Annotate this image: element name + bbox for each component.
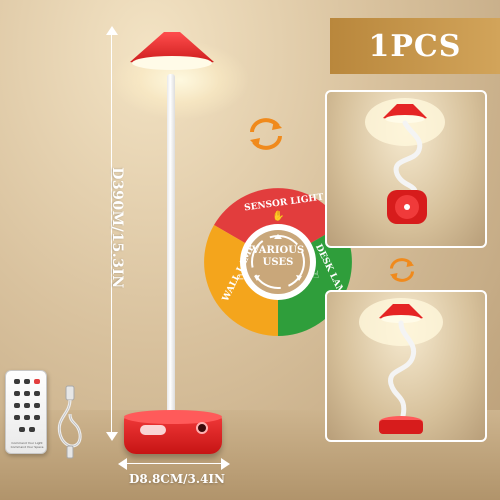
sync-arrows-icon <box>250 118 282 150</box>
remote-button <box>24 379 30 384</box>
wall-lamp-panel <box>325 90 487 248</box>
arrow-up-icon <box>106 26 118 35</box>
remote-button <box>14 415 20 420</box>
remote-button <box>14 379 20 384</box>
base-sensor <box>196 422 208 434</box>
remote-button <box>24 391 30 396</box>
arrow-right-icon <box>221 458 230 470</box>
arrow-left-icon <box>118 458 127 470</box>
hand-sensor-icon: ✋ <box>272 211 285 222</box>
remote-button <box>14 391 20 396</box>
remote-button <box>34 403 40 408</box>
wall-lamp-illustration <box>365 98 445 224</box>
width-dimension-line <box>126 463 222 464</box>
width-label: D8.8CM/3.4IN <box>129 472 225 486</box>
modes-wheel <box>204 188 352 336</box>
remote-button <box>34 391 40 396</box>
base-light-strip <box>140 425 166 435</box>
lamp-pole <box>167 74 175 420</box>
desk-lamp-panel <box>325 290 487 442</box>
remote-power-button <box>34 379 40 384</box>
remote-button <box>24 403 30 408</box>
remote-button <box>19 427 25 432</box>
modes-center-label: VARIOUS USES <box>251 245 305 268</box>
height-dimension-line <box>111 32 112 432</box>
arrow-down-icon <box>106 432 118 441</box>
remote-button <box>24 415 30 420</box>
remote-button <box>34 415 40 420</box>
center-disc <box>246 230 310 294</box>
remote-control: Command Your Light Command Your Space <box>5 370 47 454</box>
remote-caption: Command Your Light Command Your Space <box>10 441 44 449</box>
sync-arrows-icon <box>390 258 414 282</box>
magnet-icon: ⊂ <box>236 272 245 283</box>
remote-button <box>29 427 35 432</box>
usb-cable <box>57 385 82 459</box>
lamp-base-top <box>124 410 222 424</box>
quantity-badge: 1PCS <box>330 18 500 74</box>
remote-button <box>14 403 20 408</box>
touch-icon: ☝ <box>313 270 320 281</box>
height-label: D390M/15.3IN <box>109 167 125 289</box>
lamp-shade <box>130 32 214 70</box>
desk-lamp-illustration <box>359 298 443 434</box>
